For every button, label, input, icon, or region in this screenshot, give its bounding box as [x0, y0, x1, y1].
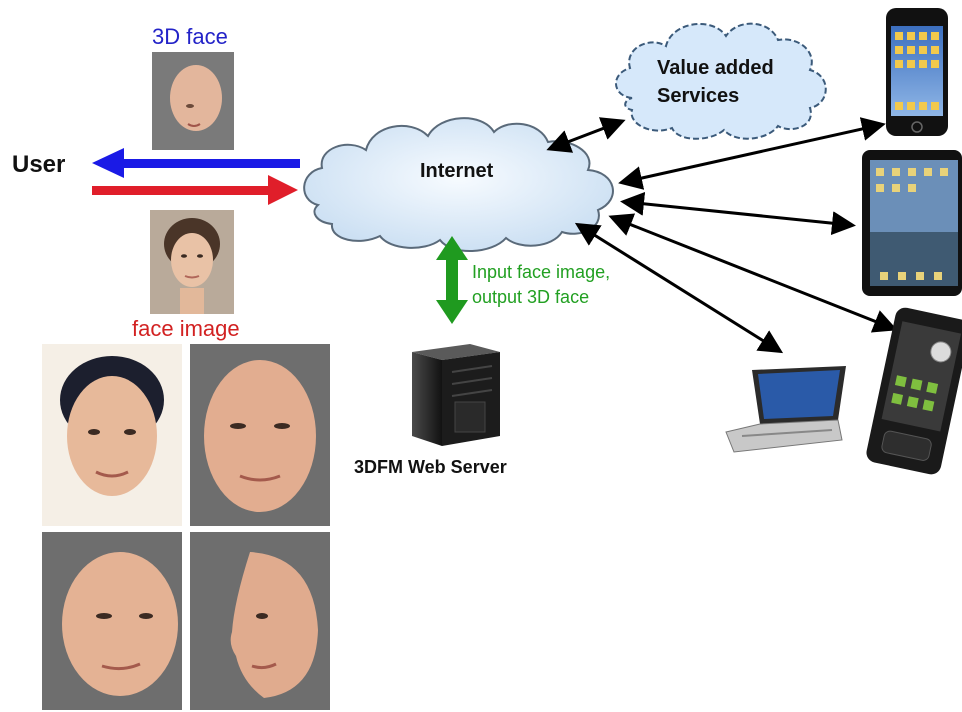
reconstruction-photo-front — [42, 344, 182, 526]
value-added-line1: Value added — [657, 57, 774, 79]
from-user-arrow — [92, 175, 298, 205]
android-phone-icon — [866, 307, 962, 475]
internet-cloud-icon — [303, 117, 614, 252]
3d-face-image — [152, 52, 234, 150]
value-added-services-label: Value added Services — [657, 54, 774, 110]
reconstruction-3d-left — [42, 532, 182, 710]
arrow-internet-services — [546, 117, 626, 153]
laptop-icon — [725, 366, 846, 453]
server-exchange-arrow — [436, 236, 468, 324]
arrow-internet-tablet — [620, 191, 856, 236]
web-server-label: 3DFM Web Server — [354, 457, 507, 477]
3d-face-label: 3D face — [152, 24, 228, 49]
value-added-line2: Services — [657, 85, 740, 107]
to-user-arrow — [92, 148, 300, 178]
user-label: User — [12, 151, 66, 178]
io-line1: Input face image, — [472, 262, 611, 282]
server-icon — [412, 344, 500, 446]
internet-label: Internet — [420, 160, 494, 182]
io-line2: output 3D face — [472, 287, 590, 307]
arrow-internet-laptop — [574, 222, 784, 354]
connection-arrows — [546, 117, 898, 354]
reconstruction-3d-profile — [190, 532, 330, 710]
input-output-label: Input face image, output 3D face — [472, 260, 610, 310]
arrow-internet-smartphone — [618, 117, 886, 190]
smartphone-icon — [886, 8, 948, 136]
input-face-image — [150, 210, 234, 314]
reconstruction-3d-front — [190, 344, 330, 526]
face-image-label: face image — [132, 316, 240, 341]
tablet-icon — [862, 150, 962, 296]
